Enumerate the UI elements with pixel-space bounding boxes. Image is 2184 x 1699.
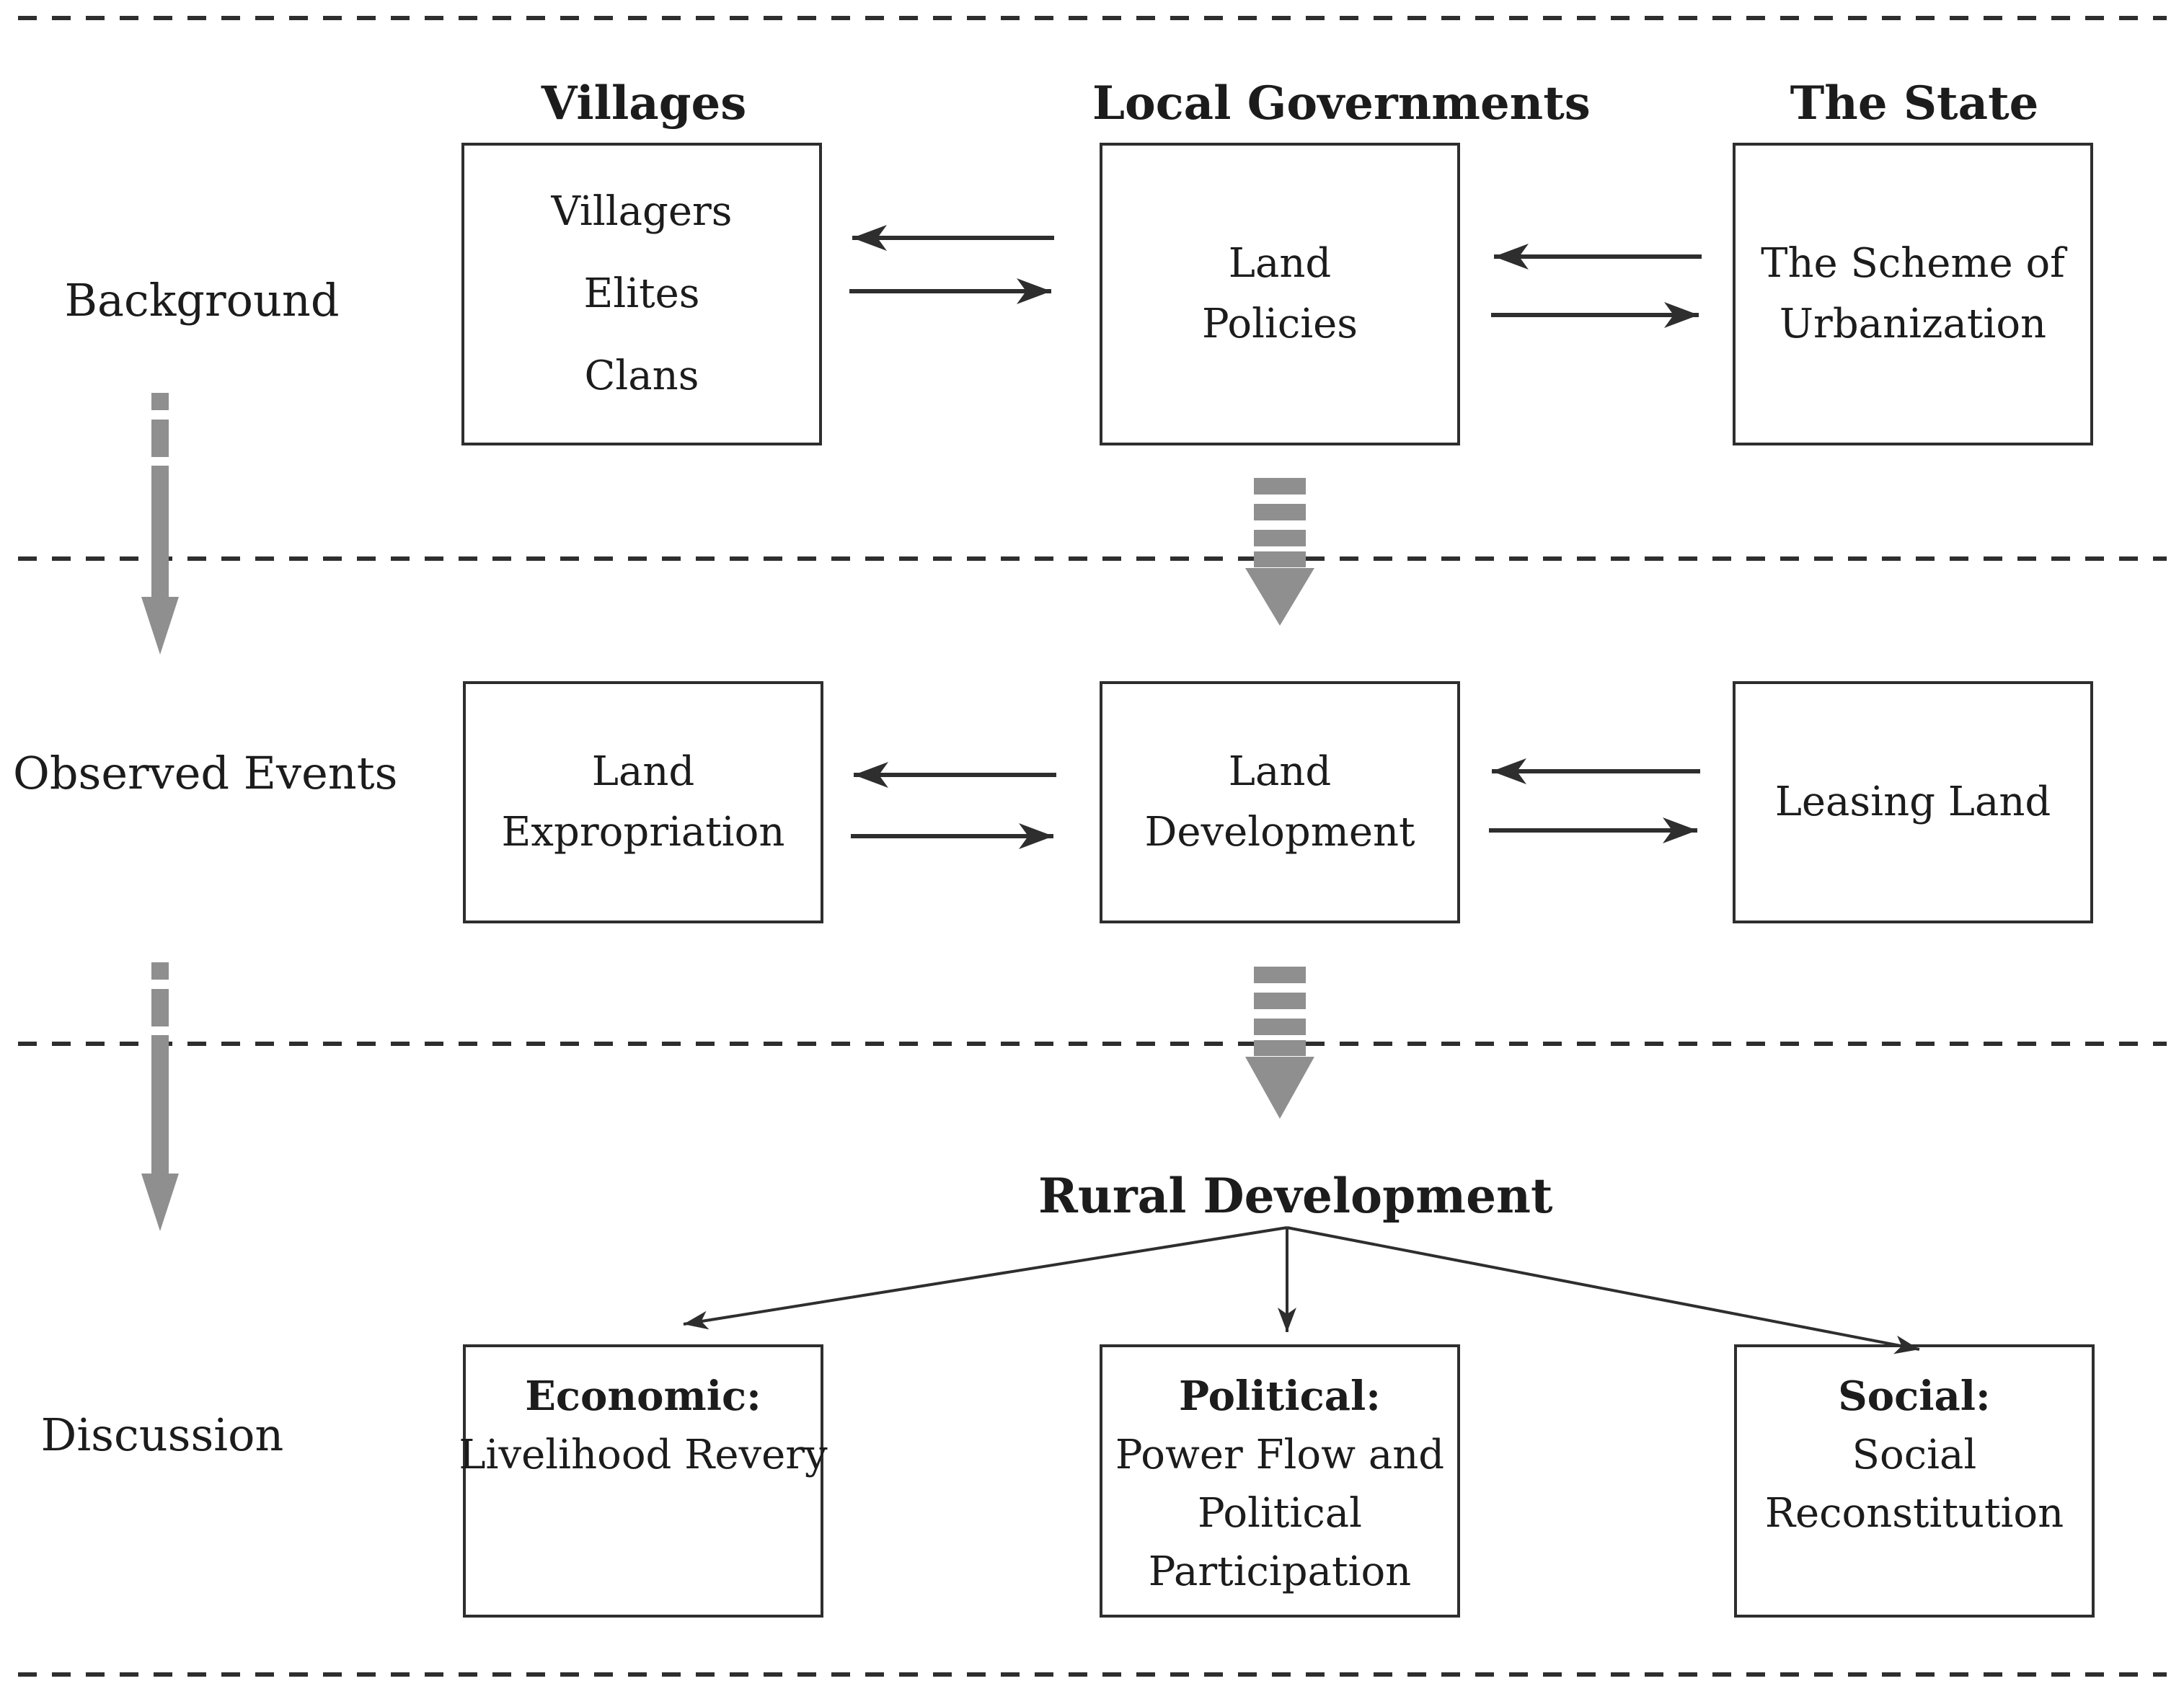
- column-header-villages: Villages: [541, 76, 747, 130]
- diagram-title: Rural Development: [1038, 1168, 1553, 1224]
- dashed-separator-middle-2: [18, 1042, 2167, 1046]
- box-line: Land: [1228, 240, 1332, 287]
- arrow-rural-to-economic: [683, 1226, 1288, 1330]
- dashed-separator-middle-1: [18, 556, 2167, 561]
- arrow-background-to-observed: [141, 393, 179, 655]
- box-line: Development: [1144, 809, 1415, 856]
- box-line: Clans: [584, 352, 699, 399]
- box-scheme-of-urbanization: The Scheme of Urbanization: [1733, 143, 2093, 445]
- arrow-rural-to-social: [1286, 1226, 1920, 1354]
- dashed-separator-bottom: [18, 1672, 2167, 1677]
- box-line: Urbanization: [1779, 301, 2047, 347]
- box-line: Political: [1197, 1490, 1363, 1537]
- row-label-line: Observed: [13, 747, 230, 799]
- box-line: Social: [1852, 1432, 1977, 1478]
- box-heading: Economic:: [525, 1372, 761, 1420]
- box-heading: Political:: [1179, 1372, 1381, 1420]
- arrow-observed-to-discussion: [141, 962, 179, 1231]
- box-land-expropriation: Land Expropriation: [463, 681, 823, 923]
- box-villages: Villagers Elites Clans: [461, 143, 822, 445]
- box-line: Elites: [583, 270, 700, 317]
- box-leasing-land: Leasing Land: [1733, 681, 2093, 923]
- dashed-separator-top: [18, 16, 2167, 20]
- box-economic: Economic: Livelihood Revery: [459, 1344, 828, 1618]
- box-political: Political: Power Flow and Political Part…: [1100, 1344, 1460, 1618]
- box-line: Leasing Land: [1774, 778, 2051, 825]
- box-line: The Scheme of: [1761, 240, 2065, 287]
- box-line: Land: [1228, 748, 1332, 795]
- box-line: Expropriation: [501, 809, 785, 856]
- box-line: Policies: [1201, 301, 1358, 347]
- column-header-local-governments: Local Governments: [1092, 76, 1591, 130]
- row-label-observed-events: Observed Events: [13, 741, 397, 806]
- box-line: Reconstitution: [1764, 1490, 2064, 1537]
- arrow-policies-to-development: [1245, 478, 1314, 626]
- row-label-line: Events: [243, 747, 398, 799]
- box-social: Social: Social Reconstitution: [1734, 1344, 2095, 1618]
- row-label-discussion: Discussion: [40, 1409, 284, 1461]
- box-land-policies: Land Policies: [1100, 143, 1460, 445]
- box-line: Livelihood Revery: [459, 1432, 828, 1478]
- box-heading: Social:: [1838, 1372, 1991, 1420]
- row-label-background: Background: [64, 274, 340, 327]
- box-line: Participation: [1148, 1548, 1412, 1595]
- box-line: Villagers: [551, 188, 733, 235]
- column-header-the-state: The State: [1790, 76, 2039, 130]
- box-line: Power Flow and: [1115, 1432, 1445, 1478]
- box-land-development: Land Development: [1100, 681, 1460, 923]
- box-line: Land: [591, 748, 695, 795]
